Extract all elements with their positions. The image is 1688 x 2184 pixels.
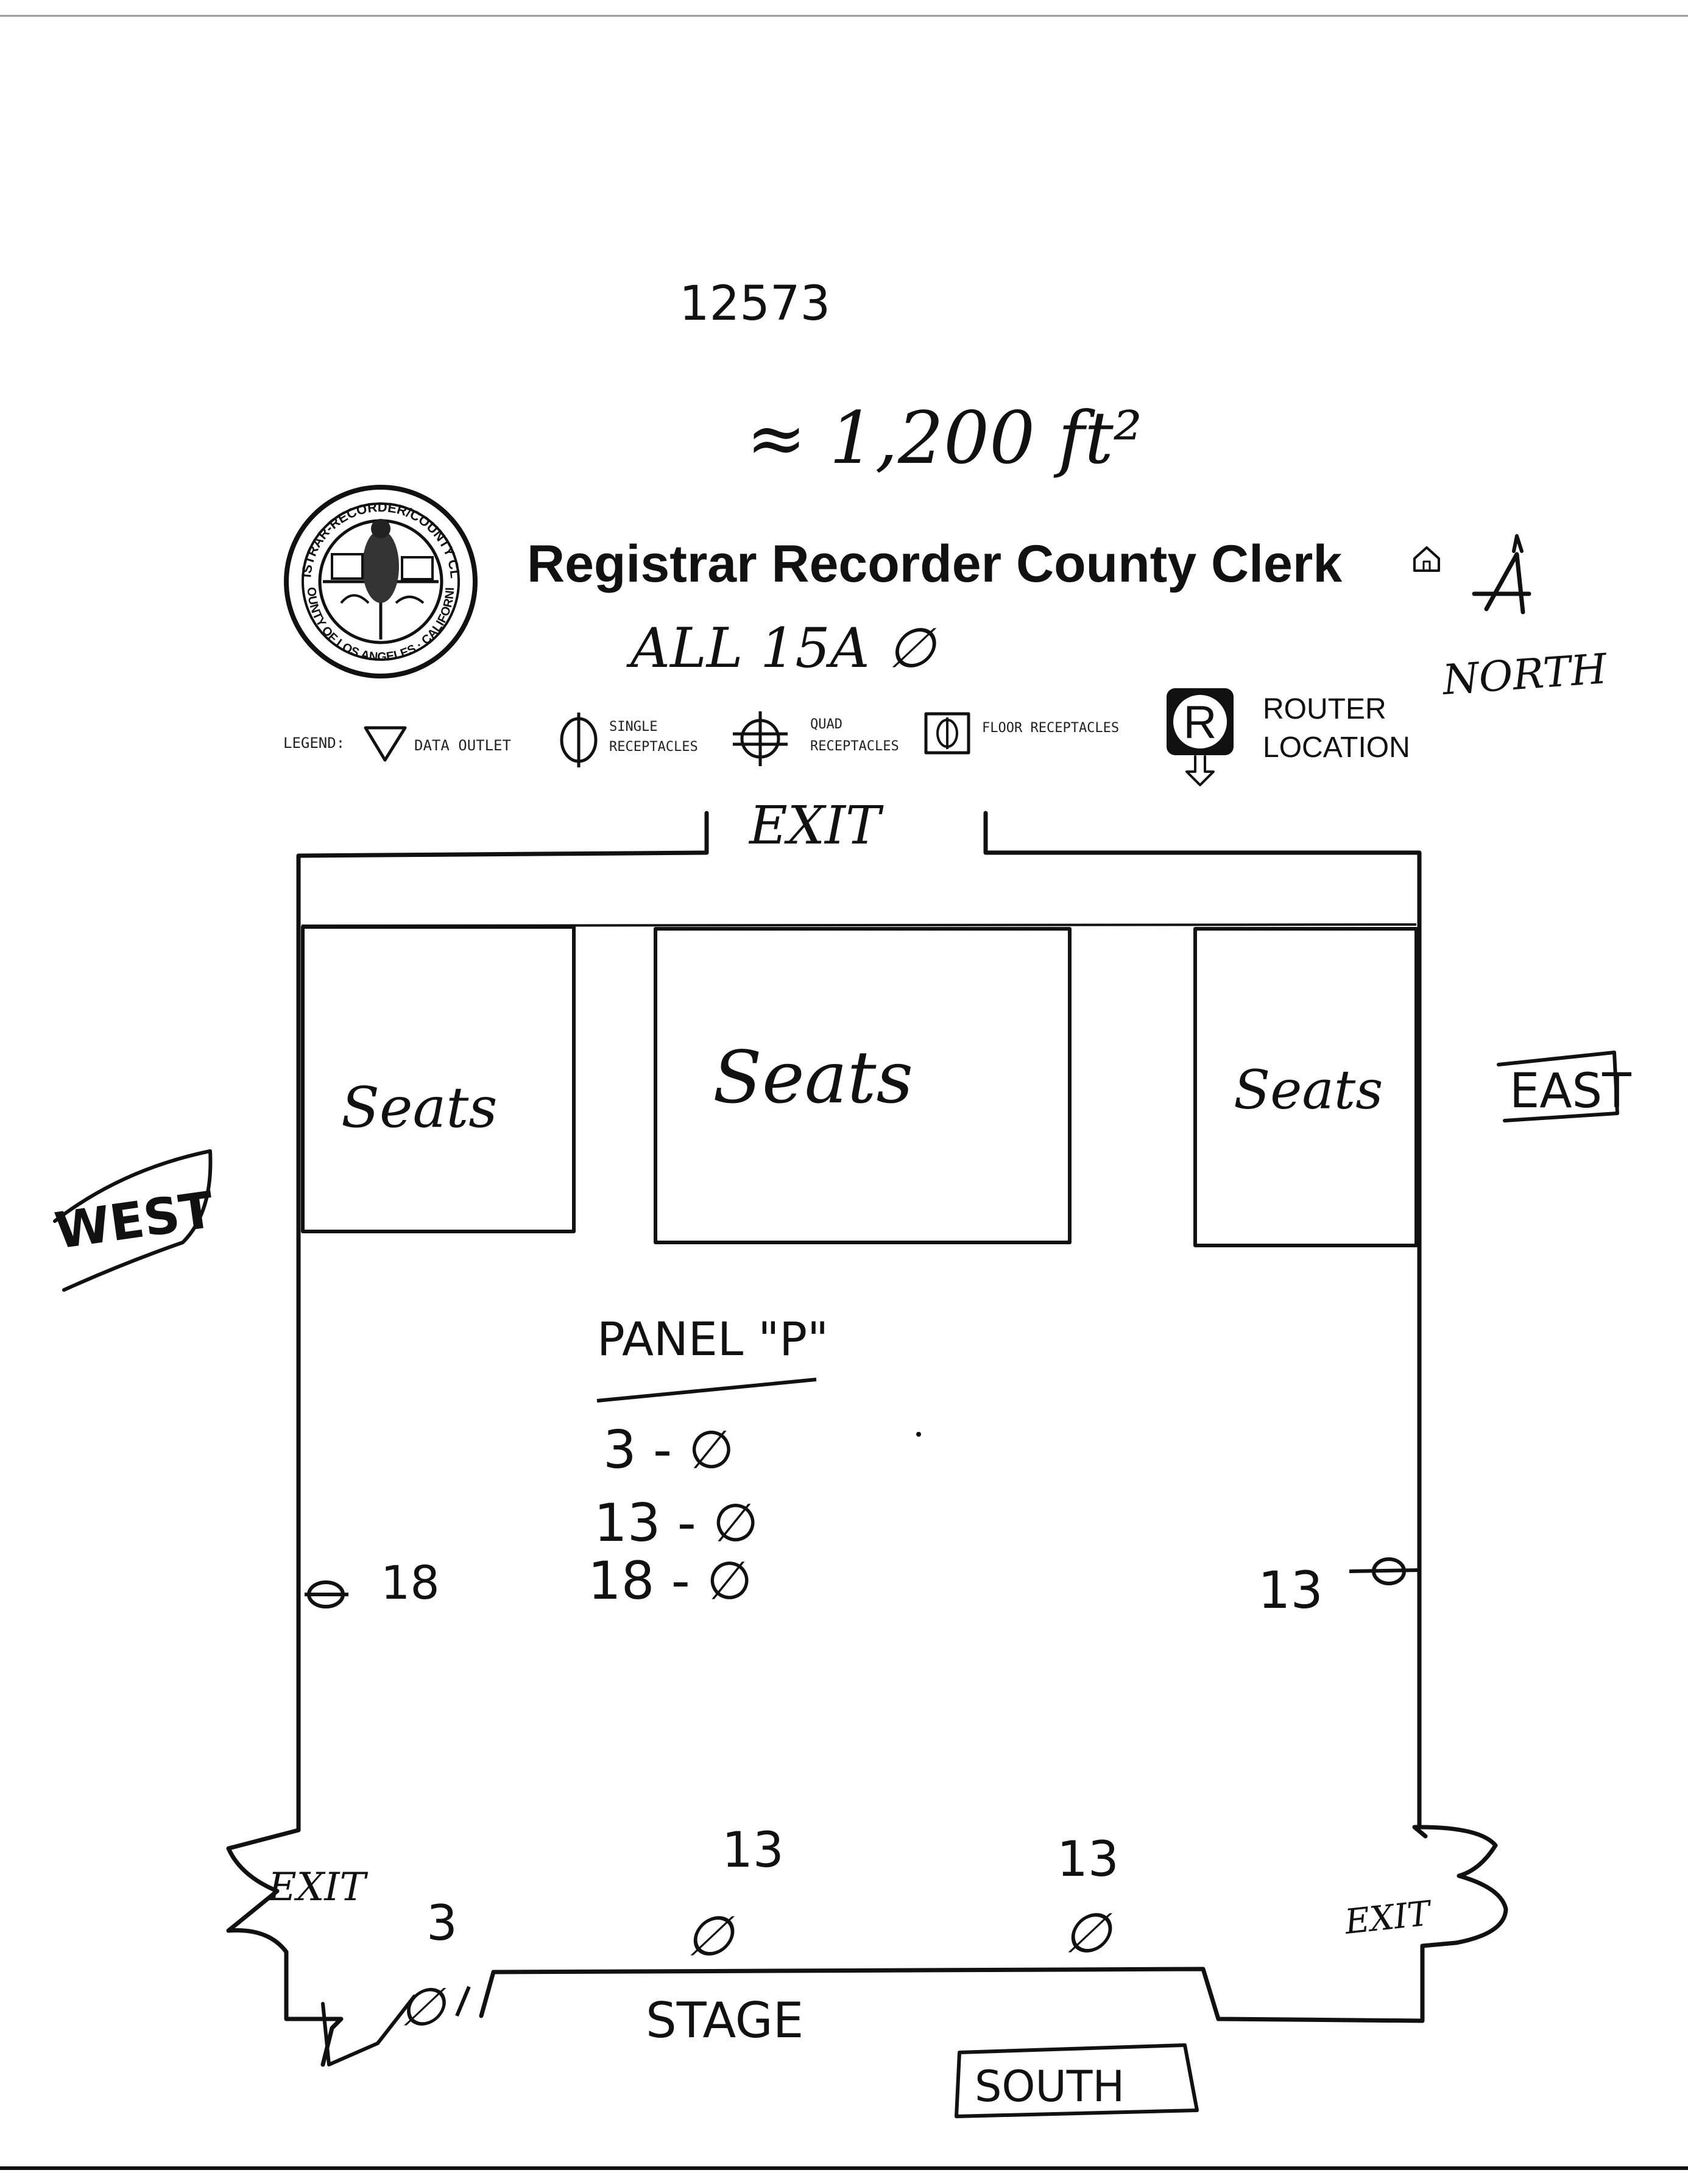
seats-left-label: Seats [341, 1075, 498, 1140]
stage-label: STAGE [646, 1992, 803, 2049]
panel-title: PANEL "P" [597, 1312, 828, 1366]
south-receptacle-1-icon: ∅ [399, 1977, 447, 2038]
legend-single-line2: RECEPTACLES [609, 739, 698, 755]
data-outlet-triangle-icon [364, 726, 407, 762]
svg-text:R: R [1184, 697, 1217, 749]
panel-row-3: 18 - ∅ [588, 1551, 752, 1612]
south-receptacle-2-icon: ∅ [685, 1904, 735, 1968]
west-wall-receptacle-icon [305, 1580, 348, 1608]
building-outline [226, 811, 1508, 2067]
file-number: 12573 [679, 277, 830, 331]
panel-title-underline [596, 1378, 817, 1403]
east-label-box [1497, 1051, 1619, 1122]
legend-data-outlet-label: DATA OUTLET [414, 737, 511, 754]
quad-receptacle-icon [733, 711, 788, 766]
south-outlet-3-label: 13 [1057, 1831, 1119, 1887]
single-receptacle-icon [560, 713, 598, 767]
home-icon [1413, 546, 1440, 572]
panel-row-1: 3 - ∅ [603, 1420, 734, 1481]
south-outlet-2-label: 13 [722, 1822, 784, 1878]
south-outlet-1-label: 3 [426, 1895, 457, 1951]
legend-floor-label: FLOOR RECEPTACLES [982, 720, 1119, 736]
legend-prefix: LEGEND: [283, 734, 345, 752]
legend-router-line2: LOCATION [1263, 731, 1410, 764]
seat-block-center [654, 927, 1072, 1244]
circuit-note: ALL 15A ∅ [626, 616, 937, 680]
seat-block-right [1193, 927, 1418, 1247]
exit-right-label: EXIT [1343, 1893, 1435, 1942]
router-r-icon: R [1167, 688, 1234, 786]
exit-left-label: EXIT [267, 1865, 369, 1910]
page-title: Registrar Recorder County Clerk [527, 535, 1342, 593]
east-label: EAST [1510, 1064, 1631, 1119]
exit-top-label: EXIT [748, 795, 884, 856]
legend: LEGEND: DATA OUTLET SINGLE RECEPTACLES Q… [283, 688, 1410, 786]
north-label: NORTH [1440, 645, 1609, 705]
seat-block-left [301, 925, 576, 1233]
legend-single-line1: SINGLE [609, 719, 657, 734]
east-outlet-label: 13 [1258, 1560, 1323, 1620]
county-seal-logo: REGISTRAR-RECORDER/COUNTY CLERK COUNTY O… [0, 0, 478, 678]
stray-mark [916, 1432, 921, 1437]
south-label: SOUTH [975, 2062, 1125, 2112]
seats-center-label: Seats [713, 1035, 913, 1119]
area-note: ≈ 1,200 ft² [746, 396, 1142, 480]
north-arrow-icon [1472, 534, 1531, 615]
west-label: WEST [52, 1181, 217, 1260]
legend-quad-line2: RECEPTACLES [810, 739, 899, 754]
legend-quad-line1: QUAD [810, 717, 842, 732]
floor-receptacle-icon [924, 712, 970, 755]
legend-router-line1: ROUTER [1263, 693, 1386, 725]
panel-row-2: 13 - ∅ [594, 1493, 758, 1554]
west-label-box [53, 1149, 213, 1292]
seats-right-label: Seats [1234, 1059, 1383, 1121]
south-receptacle-3-icon: ∅ [1063, 1901, 1113, 1965]
west-outlet-label: 18 [381, 1555, 440, 1610]
east-wall-receptacle-icon [1349, 1557, 1420, 1585]
south-label-box [955, 2043, 1199, 2118]
